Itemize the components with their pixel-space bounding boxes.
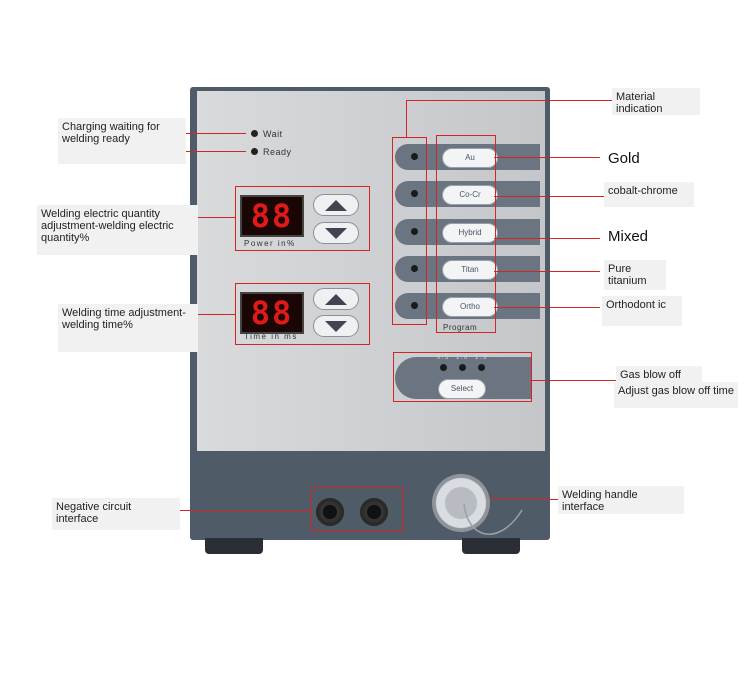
program-callout-box <box>436 135 496 333</box>
cobalt-leader <box>494 196 604 197</box>
time-label: Welding time adjustment-welding time% <box>58 304 198 352</box>
charging-label: Charging waiting for welding ready <box>58 118 186 164</box>
left-foot <box>205 538 263 554</box>
gas-led-label-3: 1.5 <box>475 355 488 361</box>
wait-led <box>251 130 258 137</box>
program-led-co-cr <box>411 190 418 197</box>
program-button-ortho[interactable]: Ortho <box>442 297 498 317</box>
negative-socket-left <box>316 498 344 526</box>
negative-callout-box <box>311 487 403 531</box>
right-foot <box>462 538 520 554</box>
time-leader <box>198 314 235 315</box>
program-led-hybrid <box>411 228 418 235</box>
gas-led-1 <box>440 364 447 371</box>
arrow-down-icon <box>325 320 347 332</box>
gas-led-3 <box>478 364 485 371</box>
charging-leader-2 <box>186 151 246 152</box>
welding-handle-connector <box>432 474 490 532</box>
material-leader-v <box>406 100 407 137</box>
power-callout-box <box>235 186 370 251</box>
ortho-leader <box>494 307 600 308</box>
gold-leader <box>494 157 600 158</box>
time-display-caption: Time in ms <box>244 332 298 341</box>
charging-leader-1 <box>186 133 246 134</box>
material-label: Material indication <box>612 88 700 115</box>
program-button-co-cr[interactable]: Co-Cr <box>442 185 498 205</box>
time-callout-box <box>235 283 370 345</box>
gas-callout-box <box>393 352 532 402</box>
gas-select-button[interactable]: Select <box>438 379 486 399</box>
arrow-down-icon <box>325 227 347 239</box>
ortho-label: Orthodont ic <box>602 296 682 326</box>
power-display: 88 <box>240 195 304 237</box>
gas-leader <box>530 380 616 381</box>
material-leader-h <box>406 100 612 101</box>
ready-led-label: Ready <box>263 147 292 157</box>
titanium-label: Pure titanium <box>604 260 666 290</box>
mixed-label: Mixed <box>608 228 649 245</box>
program-caption: Program <box>443 323 478 332</box>
adjust-gas-label: Adjust gas blow off time <box>614 382 738 408</box>
program-button-titan[interactable]: Titan <box>442 260 498 280</box>
handle-label: Welding handle interface <box>558 486 684 514</box>
ready-led <box>251 148 258 155</box>
negative-leader <box>180 510 311 511</box>
gas-led-label-1: 0.5 <box>437 355 450 361</box>
indicator-callout-box <box>392 137 427 325</box>
negative-label: Negative circuit interface <box>52 498 180 530</box>
titanium-leader <box>494 271 600 272</box>
handle-leader <box>490 499 558 500</box>
time-up-button[interactable] <box>313 288 359 310</box>
gold-label: Gold <box>608 150 640 167</box>
time-down-button[interactable] <box>313 315 359 337</box>
mixed-leader <box>494 238 600 239</box>
negative-socket-right <box>360 498 388 526</box>
cobalt-label: cobalt-chrome <box>604 182 694 207</box>
connector-cap-chain <box>463 503 523 535</box>
program-led-titan <box>411 265 418 272</box>
wait-led-label: Wait <box>263 129 283 139</box>
power-leader <box>198 217 235 218</box>
program-button-hybrid[interactable]: Hybrid <box>442 223 498 243</box>
program-led-ortho <box>411 302 418 309</box>
program-led-au <box>411 153 418 160</box>
power-label: Welding electric quantity adjustment-wel… <box>37 205 198 255</box>
gas-led-label-2: 1.0 <box>456 355 469 361</box>
program-button-au[interactable]: Au <box>442 148 498 168</box>
power-up-button[interactable] <box>313 194 359 216</box>
power-down-button[interactable] <box>313 222 359 244</box>
arrow-up-icon <box>325 199 347 211</box>
time-display: 88 <box>240 292 304 334</box>
power-display-caption: Power in% <box>244 239 296 248</box>
arrow-up-icon <box>325 293 347 305</box>
gas-led-2 <box>459 364 466 371</box>
